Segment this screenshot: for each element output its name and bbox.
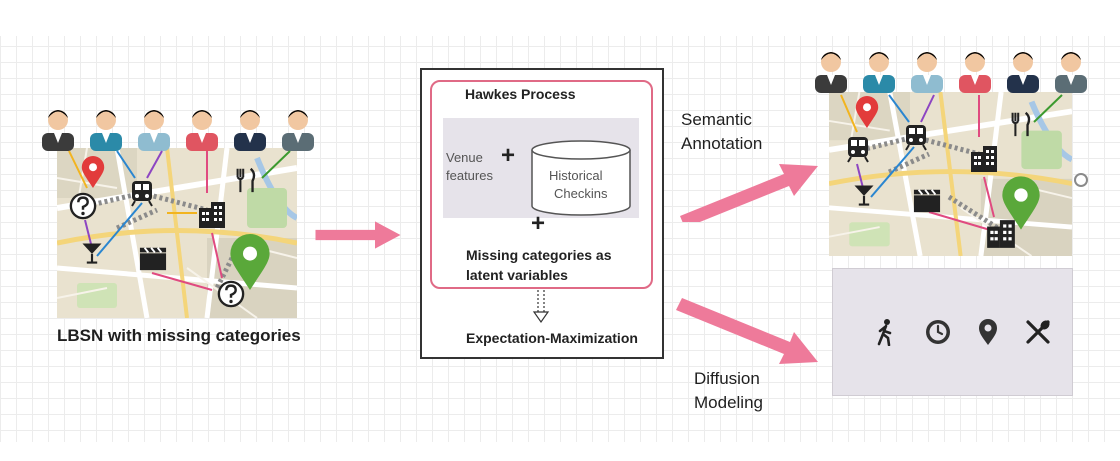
venue-features-label-line2: features	[446, 168, 493, 183]
cutlery-icon	[238, 169, 254, 192]
red-pin-icon	[856, 96, 878, 128]
user-avatar-icon	[234, 110, 266, 151]
train-icon	[132, 181, 152, 206]
user-avatar-icon	[282, 110, 314, 151]
database-icon	[531, 140, 631, 216]
green-pin-icon	[230, 234, 269, 290]
train-icon	[906, 125, 926, 150]
cutlery-icon	[1013, 113, 1029, 136]
clapperboard-icon	[140, 248, 166, 270]
user-avatar-icon	[1007, 52, 1039, 93]
left-user-avatars	[38, 103, 318, 153]
building-icon	[199, 202, 225, 228]
diffusion-modeling-line1: Diffusion	[694, 369, 760, 388]
right-map-overlay	[840, 94, 1063, 256]
historical-label-line2: Checkins	[554, 186, 608, 201]
plus-sign: +	[501, 142, 516, 169]
semantic-arrow-icon	[680, 164, 818, 222]
plus-sign-2: +	[531, 210, 546, 237]
hawkes-title: Hawkes Process	[465, 86, 576, 102]
cocktail-icon	[854, 185, 873, 204]
user-avatar-icon	[911, 52, 943, 93]
clapperboard-icon	[914, 190, 940, 212]
fork-knife-icon	[1026, 320, 1050, 344]
diffusion-modeling-line2: Modeling	[694, 393, 763, 412]
missing-categories-line1: Missing categories as	[466, 247, 612, 263]
dashed-down-arrow-icon	[532, 290, 550, 324]
connector-dot	[1074, 173, 1088, 187]
semantic-annotation-line2: Annotation	[681, 134, 763, 153]
diffusion-arrow-icon	[676, 298, 818, 364]
building-icon	[971, 146, 997, 172]
question-icon	[71, 194, 95, 218]
venue-features-label-line1: Venue	[446, 150, 483, 165]
semantic-annotation-line1: Semantic	[681, 110, 752, 129]
left-map-overlay	[68, 150, 291, 318]
user-avatar-icon	[42, 110, 74, 151]
walking-person-icon	[877, 319, 892, 346]
em-label: Expectation-Maximization	[466, 330, 638, 346]
missing-categories-line2: latent variables	[466, 267, 568, 283]
historical-label-line1: Historical	[549, 168, 603, 183]
user-avatar-icon	[1055, 52, 1087, 93]
train-icon	[848, 137, 868, 162]
clock-icon	[926, 320, 950, 344]
top-margin	[0, 0, 1120, 36]
user-avatar-icon	[815, 52, 847, 93]
left-panel-caption: LBSN with missing categories	[57, 326, 301, 345]
user-avatar-icon	[186, 110, 218, 151]
question-icon	[219, 282, 243, 306]
bottom-margin	[0, 442, 1120, 461]
flow-arrow-icon	[301, 218, 415, 252]
user-avatar-icon	[959, 52, 991, 93]
user-avatar-icon	[863, 52, 895, 93]
diffusion-legend-panel	[832, 268, 1073, 396]
right-user-avatars	[810, 45, 1092, 95]
user-avatar-icon	[138, 110, 170, 151]
location-pin-icon	[979, 319, 997, 345]
user-avatar-icon	[90, 110, 122, 151]
